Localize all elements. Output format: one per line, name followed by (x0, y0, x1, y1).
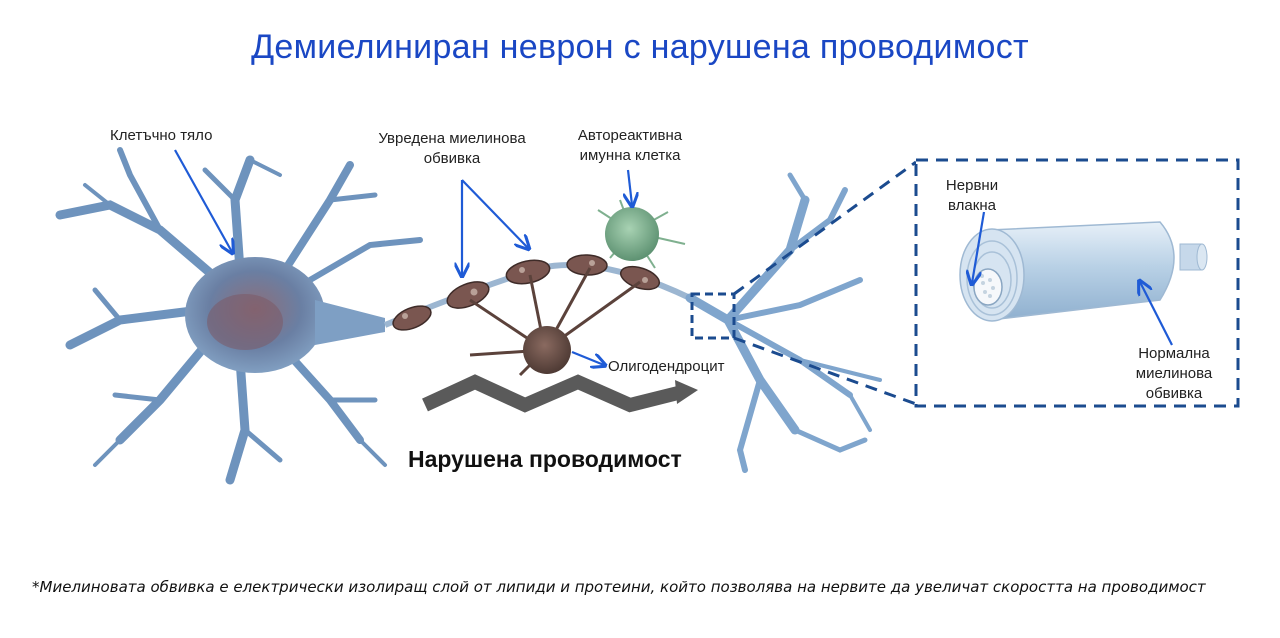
zoom-source-box (690, 292, 736, 340)
axon-hillock (315, 300, 385, 345)
label-nerve-fibers: Нервни влакна (940, 176, 1004, 216)
label-nerve-fibers-line1: Нервни (945, 177, 999, 194)
label-immune-cell-line2: имунна клетка (579, 147, 681, 164)
label-damaged-myelin: Увредена миелинова обвивка (372, 129, 532, 169)
label-normal-myelin-line3: обвивка (1145, 385, 1203, 402)
label-normal-myelin: Нормална миелинова обвивка (1126, 344, 1222, 404)
left-neuron-dendrites (55, 147, 423, 485)
label-oligodendrocyte: Олигодендроцит (608, 358, 725, 375)
axon-terminal (685, 172, 882, 473)
label-damaged-myelin-line2: обвивка (423, 150, 481, 167)
label-normal-myelin-line1: Нормална (1138, 345, 1210, 362)
damaged-myelin-segments (392, 254, 661, 331)
impaired-conduction-arrow (422, 374, 684, 413)
label-immune-cell-line1: Автореактивна (577, 127, 683, 144)
label-immune-cell: Автореактивна имунна клетка (568, 126, 692, 166)
label-cell-body: Клетъчно тяло (110, 127, 213, 144)
label-pointers (174, 149, 1173, 365)
impaired-conduction-label: Нарушена проводимост (408, 446, 682, 472)
label-nerve-fibers-line2: влакна (948, 197, 996, 214)
label-damaged-myelin-line1: Увредена миелинова (378, 130, 526, 147)
footnote: *Миелиновата обвивка е електрически изол… (32, 578, 1206, 596)
label-normal-myelin-line2: миелинова (1135, 365, 1213, 382)
page-title: Демиелиниран неврон с нарушена проводимо… (251, 28, 1029, 66)
myelin-cylinder (959, 221, 1208, 322)
